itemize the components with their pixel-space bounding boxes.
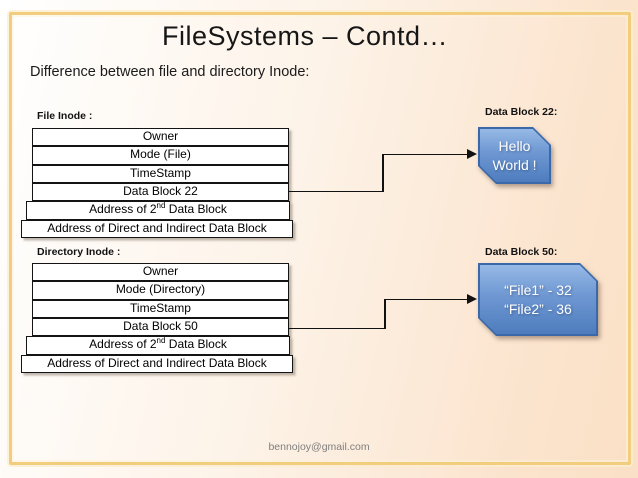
address-2nd-sup: nd [156,336,166,346]
file-inode-row-address-direct: Address of Direct and Indirect Data Bloc… [21,219,293,238]
file-inode-row-address-2nd: Address of 2nd Data Block [26,201,290,220]
address-2nd-pre: Address of 2 [89,202,157,217]
data-block-22-line2: World ! [492,156,537,173]
directory-inode-row-mode: Mode (Directory) [32,281,289,300]
file-inode-table: Owner Mode (File) TimeStamp Data Block 2… [21,128,293,238]
data-block-50-label: Data Block 50: [485,246,558,258]
slide-title: FileSystems – Contd… [161,21,449,51]
data-block-22-box: Hello World ! [478,127,551,184]
directory-inode-row-timestamp: TimeStamp [32,299,289,318]
connector-segment [288,190,384,193]
data-block-50-line1: “File1” - 32 [504,281,572,298]
address-2nd-post: Data Block [165,202,227,217]
data-block-22-line1: Hello [498,137,531,154]
file-inode-row-owner: Owner [32,128,289,147]
file-inode-row-timestamp: TimeStamp [32,164,289,183]
data-block-50-line2: “File2” - 36 [504,300,572,317]
arrowhead-icon [467,149,477,160]
footer-email: bennojoy@gmail.com [268,441,370,453]
file-inode-label: File Inode : [37,110,93,122]
connector-segment [288,327,386,330]
directory-inode-row-datablock: Data Block 50 [32,317,289,337]
connector-segment [382,153,469,156]
plaque-fill [480,265,597,335]
address-2nd-sup: nd [156,201,166,211]
directory-inode-row-address-2nd: Address of 2nd Data Block [26,336,290,355]
connector-segment [382,153,385,193]
data-block-22-text: Hello World ! [478,127,551,184]
directory-inode-table: Owner Mode (Directory) TimeStamp Data Bl… [21,263,293,373]
file-inode-row-datablock: Data Block 22 [32,182,289,202]
directory-inode-label: Directory Inode : [37,246,121,258]
plaque-fill [480,129,550,183]
data-block-22-label: Data Block 22: [485,106,558,118]
data-block-50-text: “File1” - 32 “File2” - 36 [478,263,598,336]
plaque-shape: “File1” - 32 “File2” - 36 [478,263,598,336]
file-inode-row-mode: Mode (File) [32,146,289,165]
address-2nd-pre: Address of 2 [89,337,157,352]
plaque-shape: Hello World ! [478,127,551,184]
arrowhead-icon [467,294,477,305]
data-block-50-box: “File1” - 32 “File2” - 36 [478,263,598,336]
connector-segment [384,298,469,301]
address-2nd-post: Data Block [165,337,227,352]
slide-subtitle: Difference between file and directory In… [30,64,310,80]
directory-inode-row-address-direct: Address of Direct and Indirect Data Bloc… [21,354,293,373]
directory-inode-row-owner: Owner [32,263,289,282]
connector-segment [384,298,387,330]
